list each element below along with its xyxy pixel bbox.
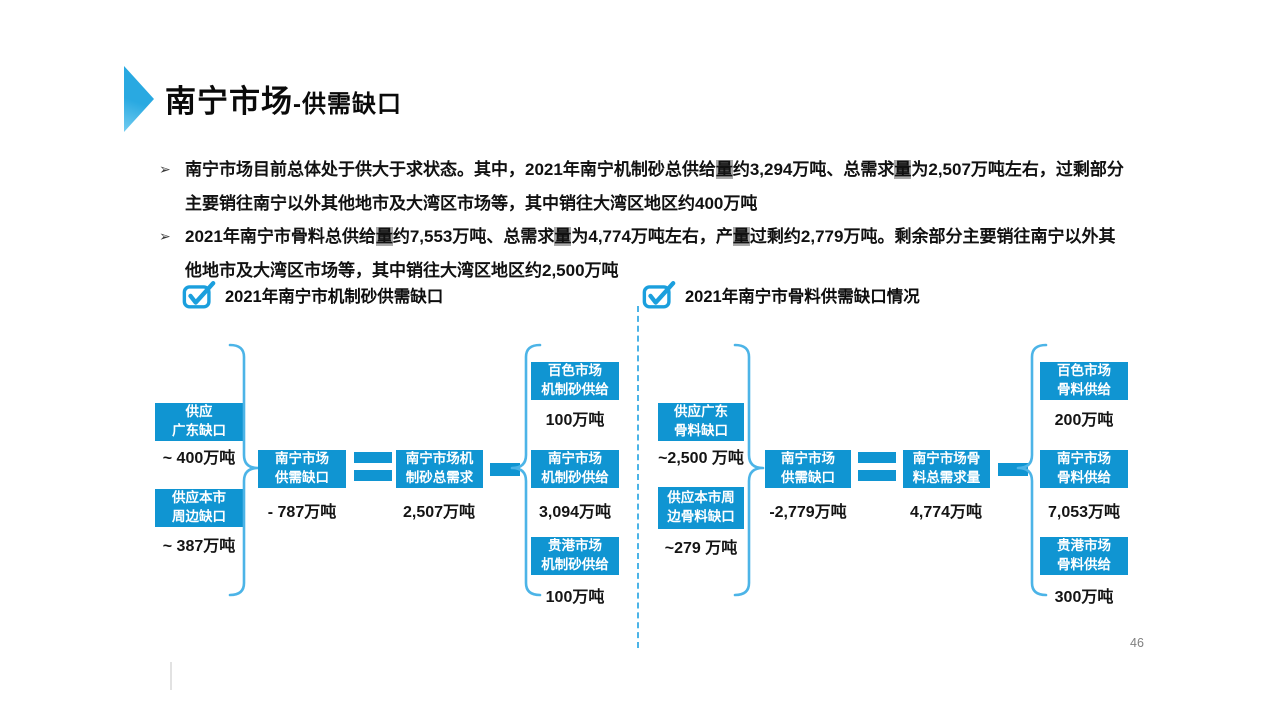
total-demand-value-aggregate: 4,774万吨	[909, 504, 983, 521]
gap-value-local-aggregate: ~279 万吨	[664, 540, 738, 557]
checkmark-box-icon	[642, 281, 676, 309]
supply-box-guigang-sand: 贵港市场 机制砂供给	[531, 537, 619, 575]
section-header-sand: 2021年南宁市机制砂供需缺口	[182, 280, 443, 310]
total-demand-box-sand: 南宁市场机 制砂总需求	[396, 450, 483, 488]
page-number: 46	[1130, 636, 1144, 650]
market-gap-value-aggregate: -2,779万吨	[769, 504, 847, 521]
caret-artifact	[170, 662, 172, 690]
supply-value-nanning-sand: 3,094万吨	[538, 504, 612, 521]
market-gap-box-aggregate: 南宁市场 供需缺口	[765, 450, 851, 488]
total-demand-box-aggregate: 南宁市场骨 料总需求量	[903, 450, 990, 488]
supply-box-nanning-sand: 南宁市场 机制砂供给	[531, 450, 619, 488]
supply-box-baise-sand: 百色市场 机制砂供给	[531, 362, 619, 400]
bullet-text-line: 南宁市场目前总体处于供大于求状态。其中，2021年南宁机制砂总供给量约3,294…	[185, 160, 1124, 179]
supply-value-baise-aggregate: 200万吨	[1054, 412, 1114, 429]
page-title-sub: -供需缺口	[293, 91, 402, 118]
supply-box-baise-aggregate: 百色市场 骨料供给	[1040, 362, 1128, 400]
gap-value-guangdong-aggregate: ~2,500 万吨	[658, 450, 744, 467]
bullet-text-line: 主要销往南宁以外其他地市及大湾区市场等，其中销往大湾区地区约400万吨	[185, 193, 758, 213]
total-demand-value-sand: 2,507万吨	[402, 504, 476, 521]
section-header-label: 2021年南宁市骨料供需缺口情况	[685, 288, 920, 306]
bullet-arrow-icon: ➢	[159, 161, 171, 177]
right-brace-shape	[733, 343, 765, 597]
market-gap-value-sand: - 787万吨	[267, 504, 337, 521]
equals-sign	[354, 452, 392, 481]
supply-box-nanning-aggregate: 南宁市场 骨料供给	[1040, 450, 1128, 488]
section-divider-dashed-line	[637, 306, 639, 648]
bullet-item: ➢ 南宁市场目前总体处于供大于求状态。其中，2021年南宁机制砂总供给量约3,2…	[159, 153, 1149, 220]
gap-value-guangdong-sand: ~ 400万吨	[162, 450, 236, 467]
minus-sign	[998, 463, 1028, 476]
page-title-main: 南宁市场	[165, 84, 293, 119]
equals-sign	[858, 452, 896, 481]
bullet-text: 2021年南宁市骨料总供给量约7,553万吨、总需求量为4,774万吨左右，产量…	[185, 220, 1115, 287]
supply-value-baise-sand: 100万吨	[545, 412, 605, 429]
supply-value-nanning-aggregate: 7,053万吨	[1047, 504, 1121, 521]
bullet-text-line: 2021年南宁市骨料总供给量约7,553万吨、总需求量为4,774万吨左右，产量…	[185, 227, 1116, 246]
bullet-text: 南宁市场目前总体处于供大于求状态。其中，2021年南宁机制砂总供给量约3,294…	[185, 153, 1124, 220]
bullet-item: ➢ 2021年南宁市骨料总供给量约7,553万吨、总需求量为4,774万吨左右，…	[159, 220, 1149, 287]
checkmark-box-icon	[182, 281, 216, 309]
section-header-aggregate: 2021年南宁市骨料供需缺口情况	[642, 280, 920, 310]
right-brace-shape	[228, 343, 260, 597]
bullet-arrow-icon: ➢	[159, 228, 171, 244]
gap-value-local-sand: ~ 387万吨	[162, 538, 236, 555]
gap-box-guangdong-sand: 供应 广东缺口	[155, 403, 243, 441]
left-brace-shape	[1016, 343, 1048, 597]
supply-value-guigang-sand: 100万吨	[545, 589, 605, 606]
minus-sign	[490, 463, 520, 476]
left-brace-shape	[510, 343, 542, 597]
page-title: 南宁市场 -供需缺口	[165, 76, 402, 121]
title-triangle-icon	[124, 66, 154, 132]
bullet-text-line: 他地市及大湾区市场等，其中销往大湾区地区约2,500万吨	[185, 260, 619, 280]
section-header-label: 2021年南宁市机制砂供需缺口	[225, 288, 444, 306]
market-gap-box-sand: 南宁市场 供需缺口	[258, 450, 346, 488]
bullet-list: ➢ 南宁市场目前总体处于供大于求状态。其中，2021年南宁机制砂总供给量约3,2…	[159, 153, 1149, 287]
gap-box-guangdong-aggregate: 供应广东 骨料缺口	[658, 403, 744, 441]
gap-box-local-sand: 供应本市 周边缺口	[155, 489, 243, 527]
gap-box-local-aggregate: 供应本市周 边骨料缺口	[658, 487, 744, 529]
supply-box-guigang-aggregate: 贵港市场 骨料供给	[1040, 537, 1128, 575]
supply-value-guigang-aggregate: 300万吨	[1054, 589, 1114, 606]
